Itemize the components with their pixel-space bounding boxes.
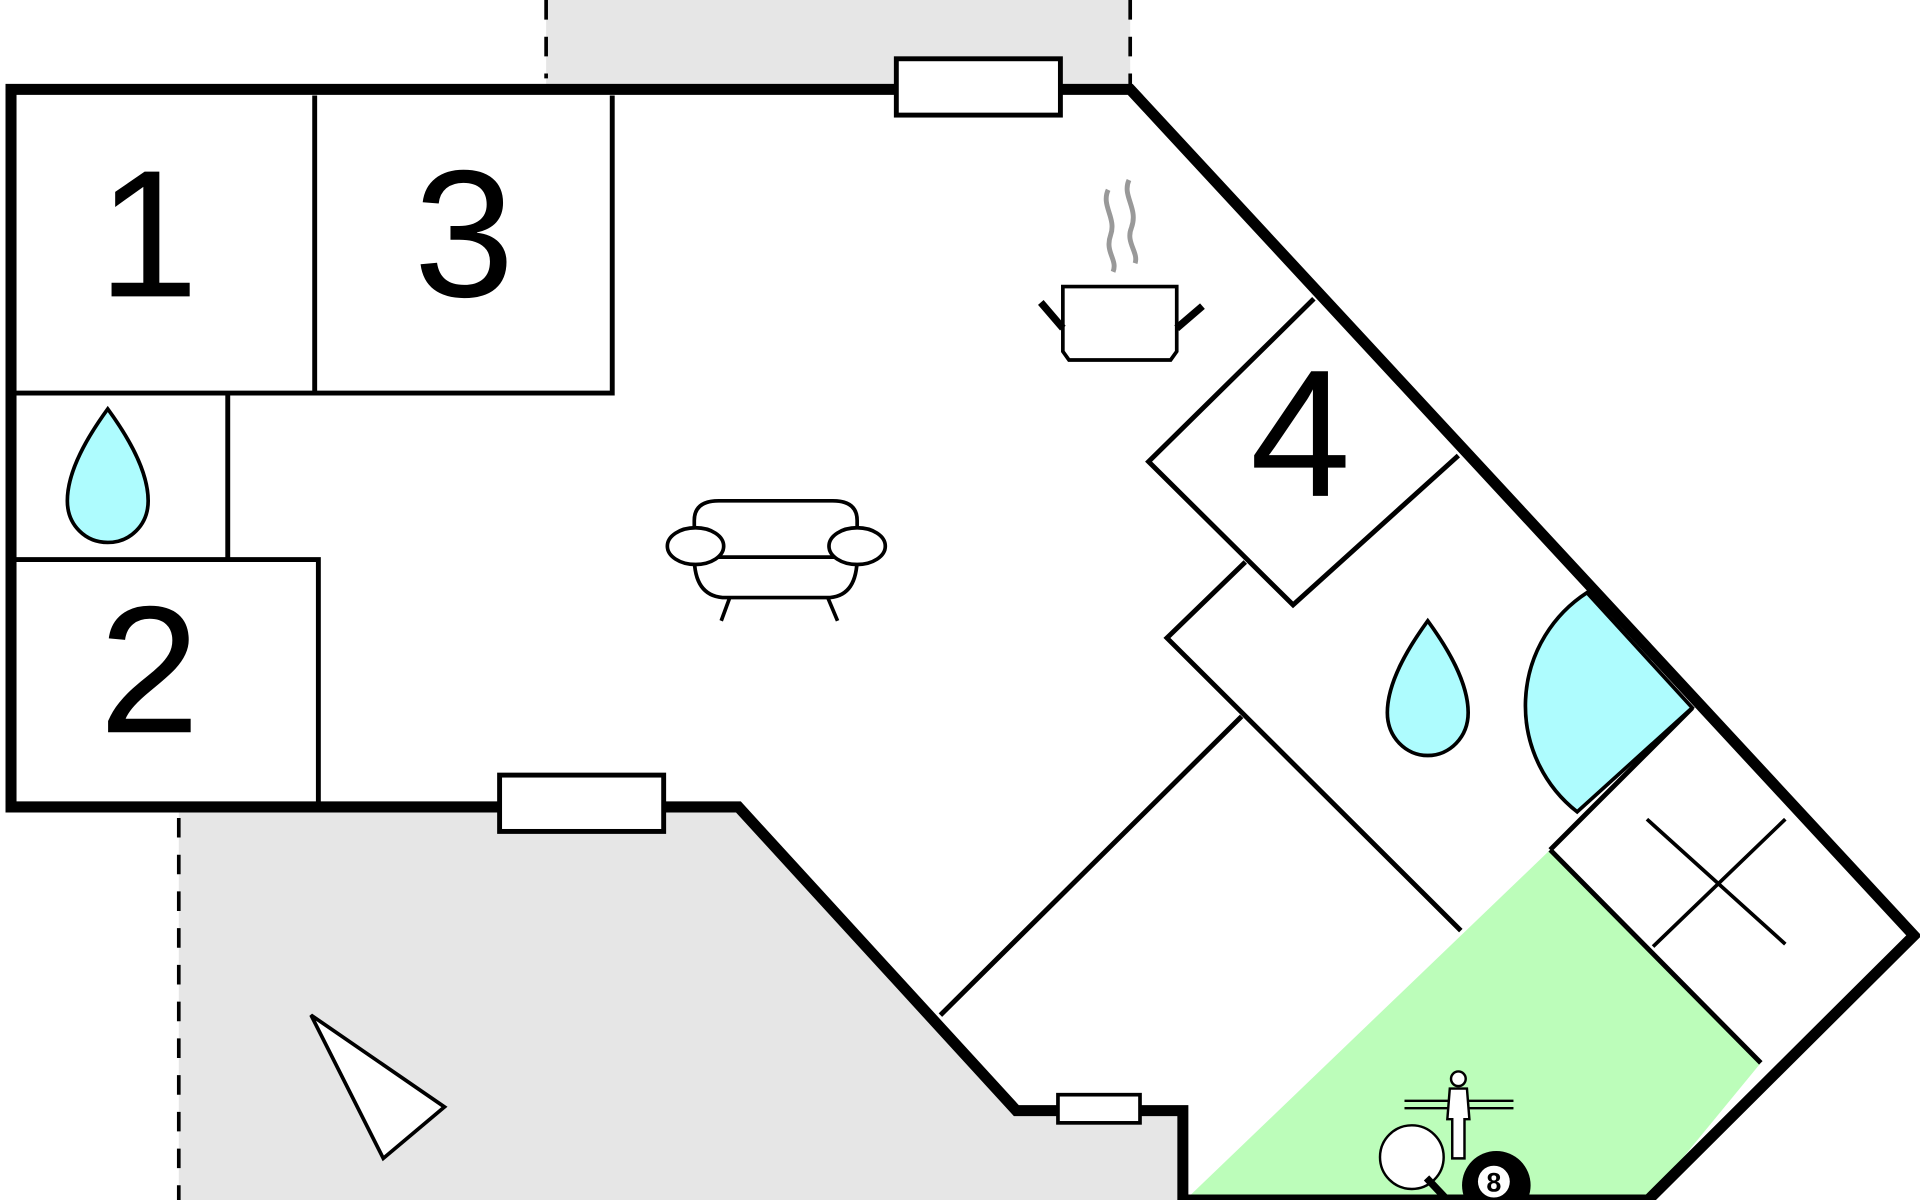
window [1056,1092,1142,1125]
billiard-ball-number: 8 [1486,1167,1501,1197]
water-drop-icon [65,405,151,545]
cooking-pot-icon [1038,178,1205,362]
water-drop-icon [1385,617,1471,758]
interior-walls [11,95,1763,1065]
billiard-ball-icon: 8 [1462,1151,1531,1200]
table-tennis-icon [1378,1124,1451,1200]
shower-icon [1523,590,1695,815]
room-number: 1 [98,133,199,335]
room-number: 2 [99,569,200,771]
foosball-icon [1404,1070,1514,1160]
terrace-bottom [176,806,1183,1200]
window [893,56,1063,118]
sofa-icon [665,498,888,622]
outer-wall [5,83,1920,1200]
window [497,772,667,834]
room-number: 3 [414,133,515,335]
sun-lounger-icon [309,1013,448,1162]
activity-room [1185,849,1761,1200]
cross-icon [1645,817,1787,948]
room-number: 4 [1250,333,1351,535]
